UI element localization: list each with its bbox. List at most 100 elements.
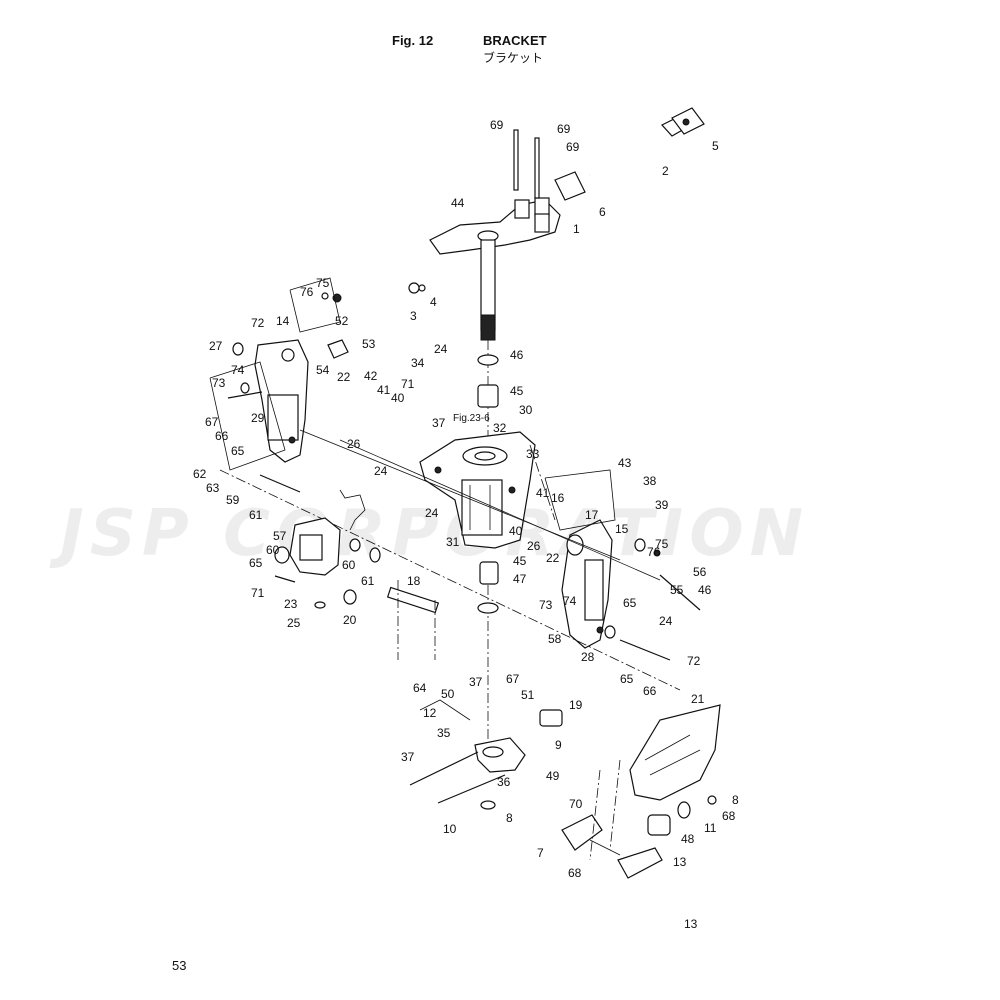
part-callout-49: 49 — [546, 769, 560, 783]
steering-tube — [554, 107, 705, 201]
rubber-mount — [647, 814, 671, 836]
part-callout-21: 21 — [691, 692, 705, 706]
part-callout-40: 40 — [509, 524, 523, 538]
part-callout-12: 12 — [423, 706, 437, 720]
part-callout-68: 68 — [0, 0, 14, 3]
part-callout-60: 60 — [342, 558, 356, 572]
part-callout-13: 13 — [684, 917, 698, 931]
tilt-stopper-plate — [386, 586, 440, 614]
part-callout-35: 35 — [437, 726, 451, 740]
left-clamp-bracket — [227, 292, 349, 463]
part-callout-62: 62 — [193, 467, 207, 481]
steering-shaft — [408, 239, 496, 341]
part-callout-48: 48 — [681, 832, 695, 846]
part-callout-56: 56 — [693, 565, 707, 579]
figure-number: Fig. 12 — [392, 33, 434, 48]
part-callout-27: 27 — [209, 339, 223, 353]
part-callout-22: 22 — [546, 551, 560, 565]
part-callout-65: 65 — [620, 672, 634, 686]
anode-plates — [561, 814, 663, 879]
part-callout-64: 64 — [413, 681, 427, 695]
part-callout-18: 18 — [407, 574, 421, 588]
part-callout-8: 8 — [732, 793, 739, 807]
part-callout-61: 61 — [249, 508, 263, 522]
part-callout-73: 73 — [212, 376, 226, 390]
part-callout-73: 73 — [539, 598, 553, 612]
part-callout-63: 63 — [206, 481, 220, 495]
diagram-title: BRACKET — [483, 33, 547, 48]
part-callout-31: 31 — [446, 535, 460, 549]
part-callout-76: 76 — [300, 285, 314, 299]
part-callout-34: 34 — [411, 356, 425, 370]
part-callout-15: 15 — [615, 522, 629, 536]
part-callout-53: 53 — [362, 337, 376, 351]
part-callout-67: 67 — [506, 672, 520, 686]
part-callout-72: 72 — [251, 316, 265, 330]
part-callout-76: 76 — [647, 545, 661, 559]
part-callout-69: 69 — [566, 140, 580, 154]
part-callout-10: 10 — [443, 822, 457, 836]
cable — [419, 699, 471, 721]
part-callout-75: 75 — [655, 537, 669, 551]
part-callout-71: 71 — [401, 377, 415, 391]
part-callout-50: 50 — [441, 687, 455, 701]
part-callout-20: 20 — [343, 613, 357, 627]
part-callout-33: 33 — [526, 447, 540, 461]
part-callout-68: 68 — [722, 809, 736, 823]
part-callout-40: 40 — [391, 391, 405, 405]
diagram-title-jp: ブラケット — [483, 51, 544, 65]
part-callout-55: 55 — [670, 583, 684, 597]
part-callout-45: 45 — [510, 384, 524, 398]
right-clamp-bracket — [561, 519, 661, 649]
part-callout-42: 42 — [364, 369, 378, 383]
part-callout-65: 65 — [623, 596, 637, 610]
part-callout-8: 8 — [506, 811, 513, 825]
part-callout-75: 75 — [316, 276, 330, 290]
bushing — [477, 384, 499, 408]
part-callout-60: 60 — [266, 543, 280, 557]
part-callout-46: 46 — [698, 583, 712, 597]
part-callout-74: 74 — [563, 594, 577, 608]
part-callout-41: 41 — [536, 486, 550, 500]
part-callout-2: 2 — [662, 164, 669, 178]
part-callout-32: 32 — [493, 421, 507, 435]
part-callout-6: 6 — [599, 205, 606, 219]
part-callout-37: 37 — [401, 750, 415, 764]
part-callout-36: 36 — [497, 775, 511, 789]
part-callout-61: 61 — [361, 574, 375, 588]
part-callout-57: 57 — [273, 529, 287, 543]
part-callout-66: 66 — [215, 429, 229, 443]
part-callout-7: 7 — [537, 846, 544, 860]
swivel-bracket — [419, 431, 536, 549]
page-number: 53 — [172, 958, 187, 973]
part-callout-41: 41 — [377, 383, 391, 397]
part-callout-24: 24 — [374, 464, 388, 478]
part-callout-69: 69 — [490, 118, 504, 132]
part-callout-17: 17 — [585, 508, 599, 522]
part-callout-22: 22 — [337, 370, 351, 384]
part-callout-45: 45 — [513, 554, 527, 568]
part-callout-26: 26 — [347, 437, 361, 451]
part-callout-19: 19 — [569, 698, 583, 712]
part-callout-52: 52 — [335, 314, 349, 328]
part-callout-70: 70 — [569, 797, 583, 811]
washer — [477, 354, 499, 366]
part-callout-3: 3 — [410, 309, 417, 323]
lower-mount-housing — [474, 709, 563, 773]
bushing — [479, 561, 499, 585]
washer — [477, 602, 499, 614]
part-callout-59: 59 — [226, 493, 240, 507]
part-callout-54: 54 — [316, 363, 330, 377]
watermark: JSP CORPORATION — [60, 497, 810, 571]
part-callout-5: 5 — [712, 139, 719, 153]
part-callout-9: 9 — [555, 738, 562, 752]
part-callout-38: 38 — [643, 474, 657, 488]
part-callout-25: 25 — [287, 616, 301, 630]
part-callout-4: 4 — [430, 295, 437, 309]
part-callout-13: 13 — [673, 855, 687, 869]
part-callout-14: 14 — [276, 314, 290, 328]
part-callout-51: 51 — [521, 688, 535, 702]
part-callout-65: 65 — [231, 444, 245, 458]
part-callout-47: 47 — [513, 572, 527, 586]
